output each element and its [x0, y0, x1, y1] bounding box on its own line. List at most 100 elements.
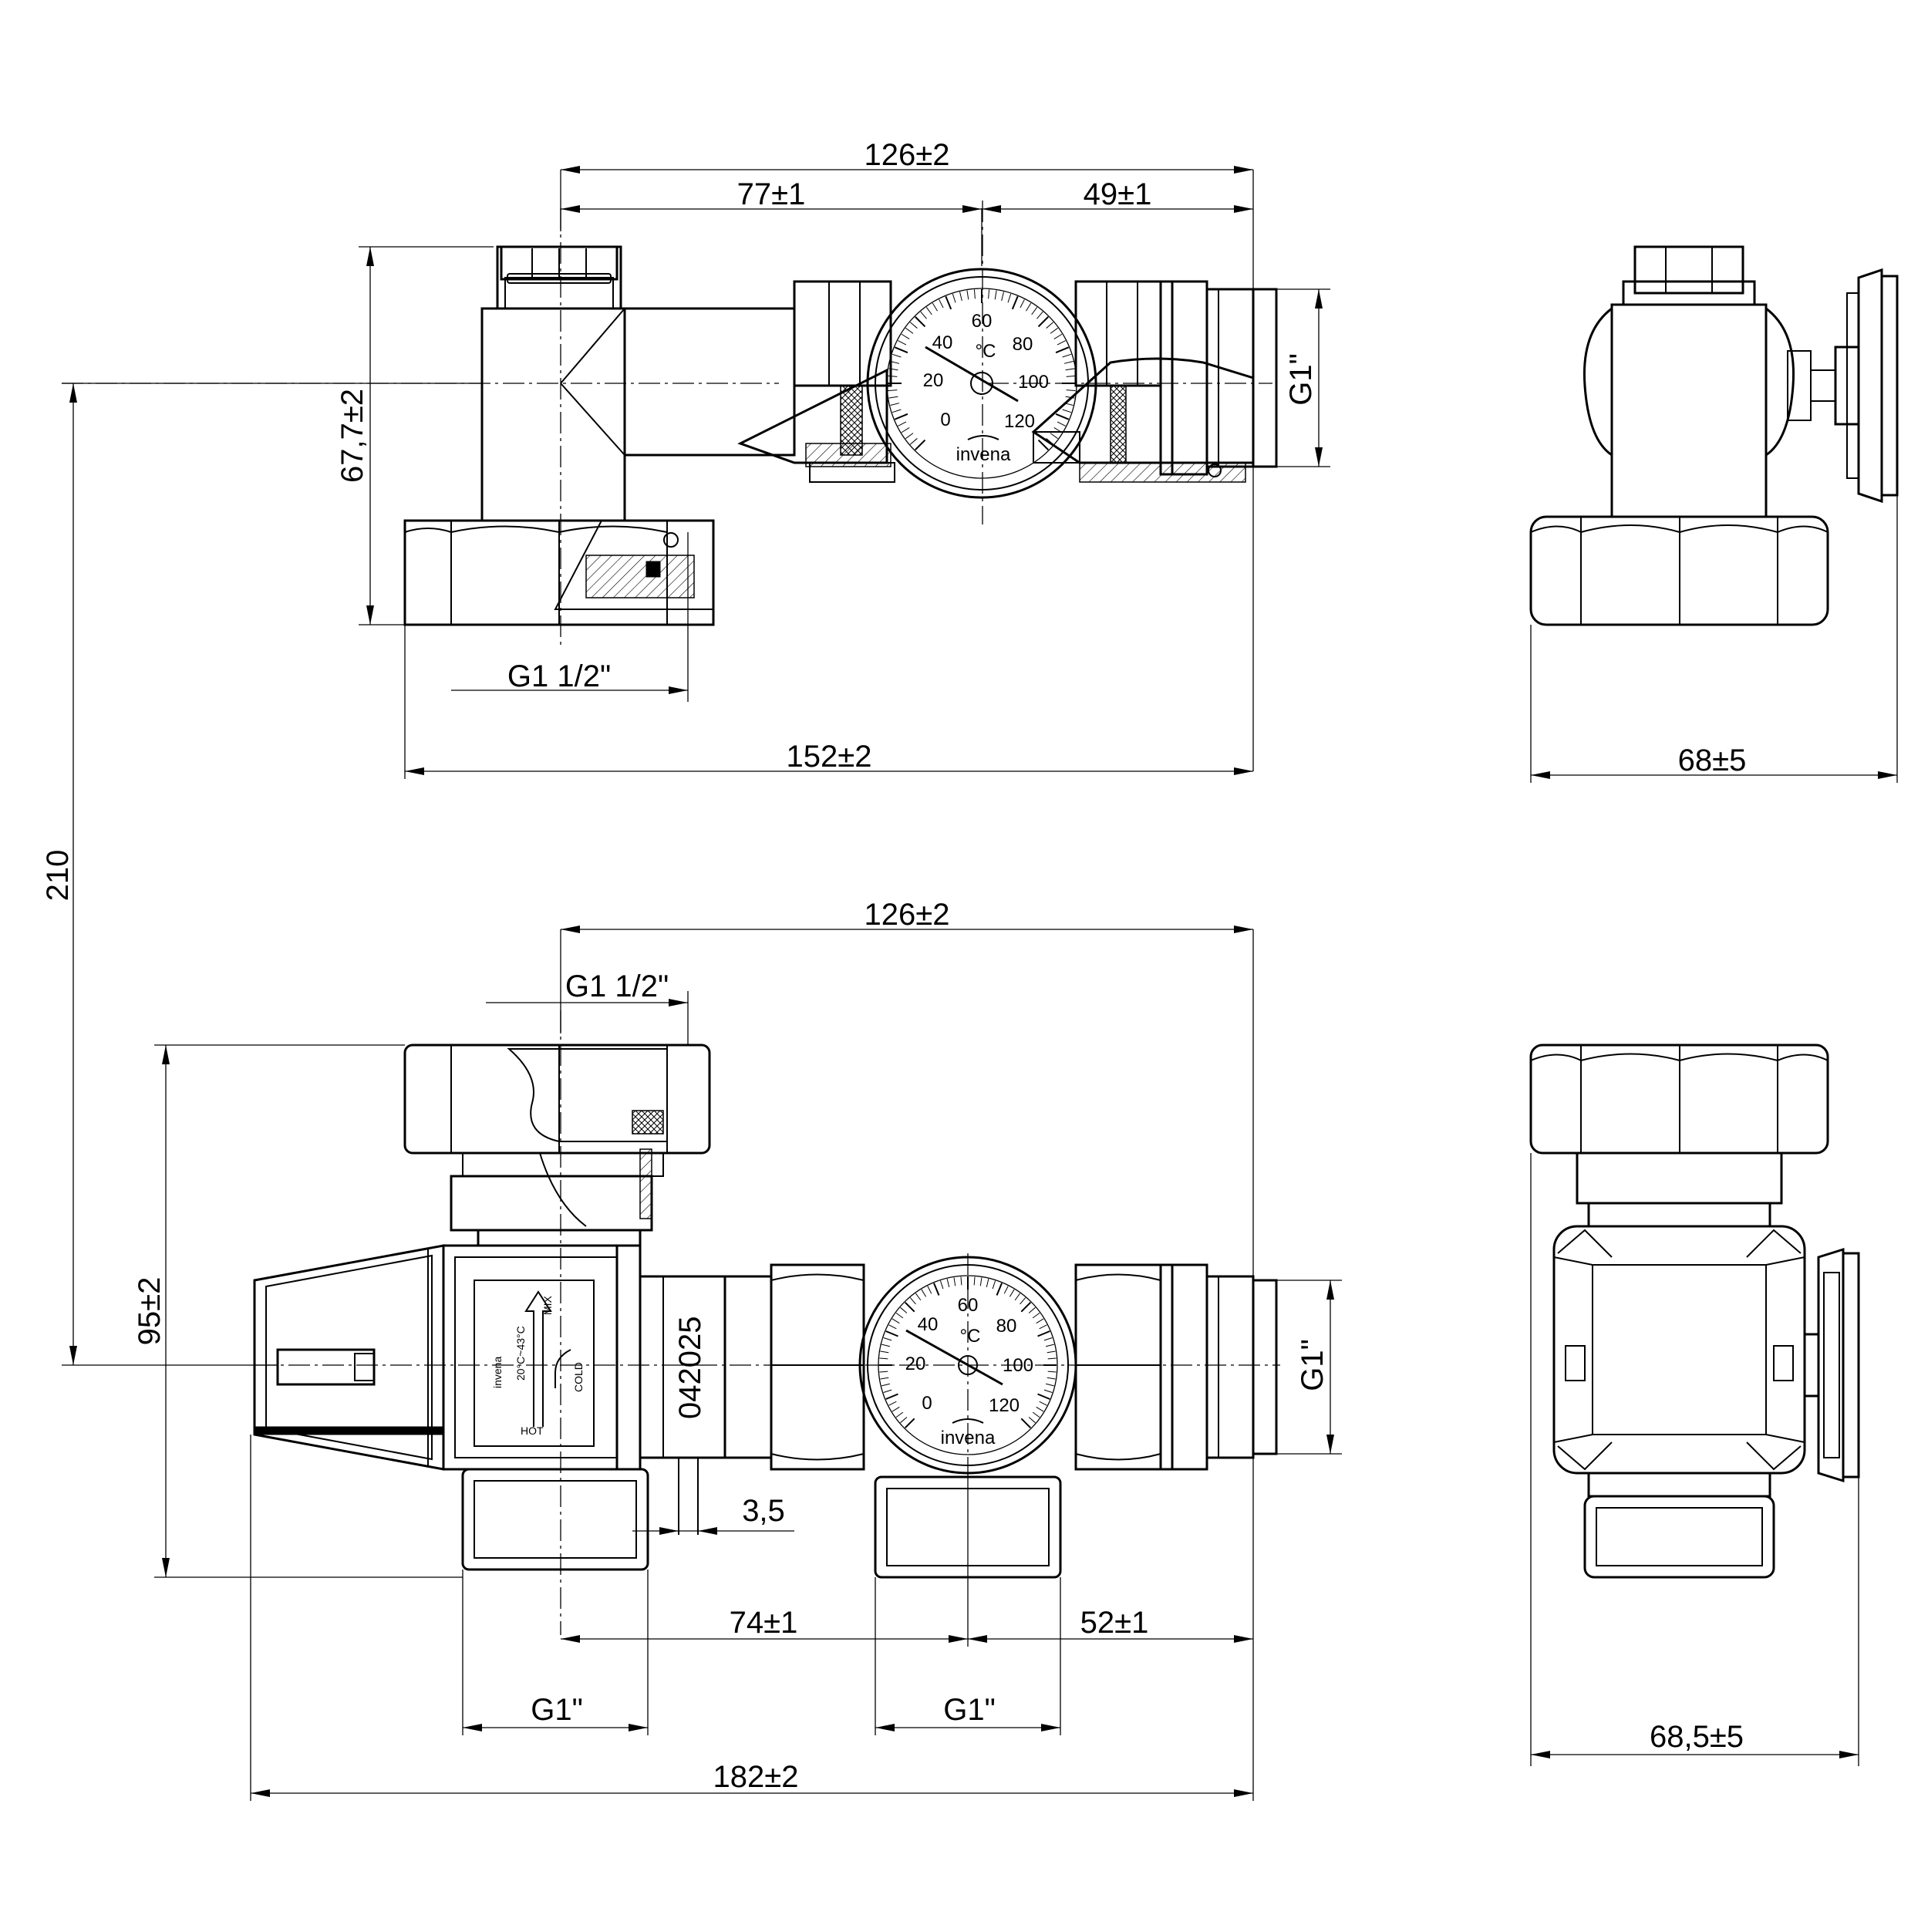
scale-tick [1050, 433, 1058, 440]
scale-tick [1046, 322, 1054, 329]
scale-tick [1046, 1383, 1054, 1387]
scale-tick [1053, 333, 1063, 339]
scale-tick [888, 389, 898, 392]
scale-tick [885, 1330, 898, 1337]
dial-label-120: 120 [1004, 411, 1035, 432]
valve-cold: COLD [572, 1362, 585, 1392]
dial-brand: invena [956, 444, 1011, 465]
scale-tick [895, 1411, 904, 1418]
side-view-bottom: 68,5±5 [1529, 1044, 1860, 1766]
scale-tick [898, 421, 907, 427]
scale-tick [1065, 368, 1075, 371]
scale-tick [888, 396, 898, 399]
scale-tick [1036, 1406, 1044, 1412]
scale-tick [921, 1289, 927, 1297]
scale-tick [915, 316, 926, 328]
scale-tick [1062, 409, 1072, 413]
scale-tick [885, 1393, 898, 1400]
scale-tick [888, 1401, 897, 1406]
dial-front-label-120: 120 [989, 1395, 1020, 1416]
dial-front-label-40: 40 [918, 1314, 939, 1335]
scale-tick [880, 1350, 889, 1354]
scale-tick [925, 307, 932, 315]
dim-front-bottom-mid-thread: G1" [943, 1693, 996, 1727]
scale-tick [1037, 1330, 1050, 1337]
scale-tick [960, 1276, 962, 1286]
scale-tick [883, 1337, 892, 1341]
scale-tick [946, 1279, 950, 1287]
scale-tick [986, 1279, 989, 1287]
dial-unit: °C [976, 341, 996, 362]
scale-tick [890, 361, 900, 364]
scale-tick [1036, 1318, 1044, 1324]
scale-tick [1050, 327, 1058, 334]
scale-tick [953, 1277, 956, 1286]
scale-tick [994, 290, 997, 300]
scale-tick [898, 340, 907, 346]
dial-label-20: 20 [923, 370, 944, 391]
scale-tick [959, 292, 962, 302]
scale-tick [1057, 340, 1066, 346]
vertical-span-dim: 210 [41, 383, 482, 1366]
dim-side-top-width: 68±5 [1678, 743, 1747, 777]
scale-tick [1003, 1286, 1009, 1294]
scale-tick [909, 1297, 916, 1305]
dial-label-60: 60 [972, 311, 993, 332]
scale-tick [927, 1286, 932, 1294]
scale-tick [900, 1417, 908, 1424]
scale-tick [1065, 396, 1075, 399]
scale-tick [892, 1406, 900, 1412]
scale-tick [888, 1324, 897, 1330]
dim-side-bottom-width: 68,5±5 [1650, 1720, 1744, 1754]
scale-tick [1063, 361, 1074, 364]
scale-tick [939, 299, 944, 309]
scale-tick [883, 1389, 892, 1394]
dial-label-40: 40 [932, 332, 953, 353]
dim-top-inlet-thread: G1 1/2" [507, 659, 611, 693]
scale-tick [1037, 316, 1049, 328]
scale-tick [1037, 1393, 1050, 1400]
scale-tick [1007, 293, 1012, 303]
dial-front-label-80: 80 [996, 1316, 1017, 1337]
scale-tick [1039, 1324, 1047, 1330]
scale-tick [945, 295, 952, 310]
dial-label-0: 0 [940, 410, 950, 430]
dim-top-total-length: 152±2 [787, 740, 872, 774]
scale-tick [1047, 1357, 1057, 1360]
scale-tick [920, 311, 927, 319]
scale-tick [979, 1277, 983, 1286]
scale-tick [1055, 346, 1070, 354]
scale-tick [1047, 1371, 1057, 1373]
valve-brand: invena [491, 1357, 504, 1388]
scale-tick [892, 353, 902, 358]
scale-tick [1026, 302, 1032, 312]
dim-vertical-span: 210 [41, 850, 75, 902]
scale-tick [915, 439, 926, 450]
scale-tick [1020, 299, 1025, 309]
dial-label-100: 100 [1018, 372, 1049, 393]
scale-tick [909, 322, 918, 329]
valve-range: 20°C~43°C [514, 1326, 527, 1381]
scale-tick [1037, 439, 1049, 450]
dim-top-right-part: 49±1 [1084, 177, 1152, 211]
scale-tick [901, 427, 910, 433]
valve-hot: HOT [521, 1425, 544, 1437]
scale-tick [1011, 295, 1019, 310]
scale-tick [1039, 1401, 1047, 1406]
scale-tick [888, 368, 898, 371]
scale-tick [881, 1344, 890, 1347]
scale-tick [895, 1313, 904, 1319]
scale-tick [1009, 1289, 1015, 1297]
scale-tick [904, 1301, 915, 1313]
front-view: invena 20°C~43°C HOT COLD MIX 042025 [133, 898, 1342, 1801]
scale-tick [1032, 1313, 1040, 1319]
top-view: 60 40 20 0 80 100 120 °C invena 126±2 [62, 138, 1330, 779]
dim-front-gap: 3,5 [742, 1494, 785, 1528]
scale-tick [901, 333, 910, 339]
scale-tick [915, 1293, 922, 1301]
body-marking: 042025 [673, 1317, 707, 1419]
scale-tick [1047, 1377, 1056, 1380]
scale-tick [905, 433, 914, 440]
dial-front-unit: °C [960, 1326, 981, 1347]
scale-tick [1055, 413, 1070, 420]
